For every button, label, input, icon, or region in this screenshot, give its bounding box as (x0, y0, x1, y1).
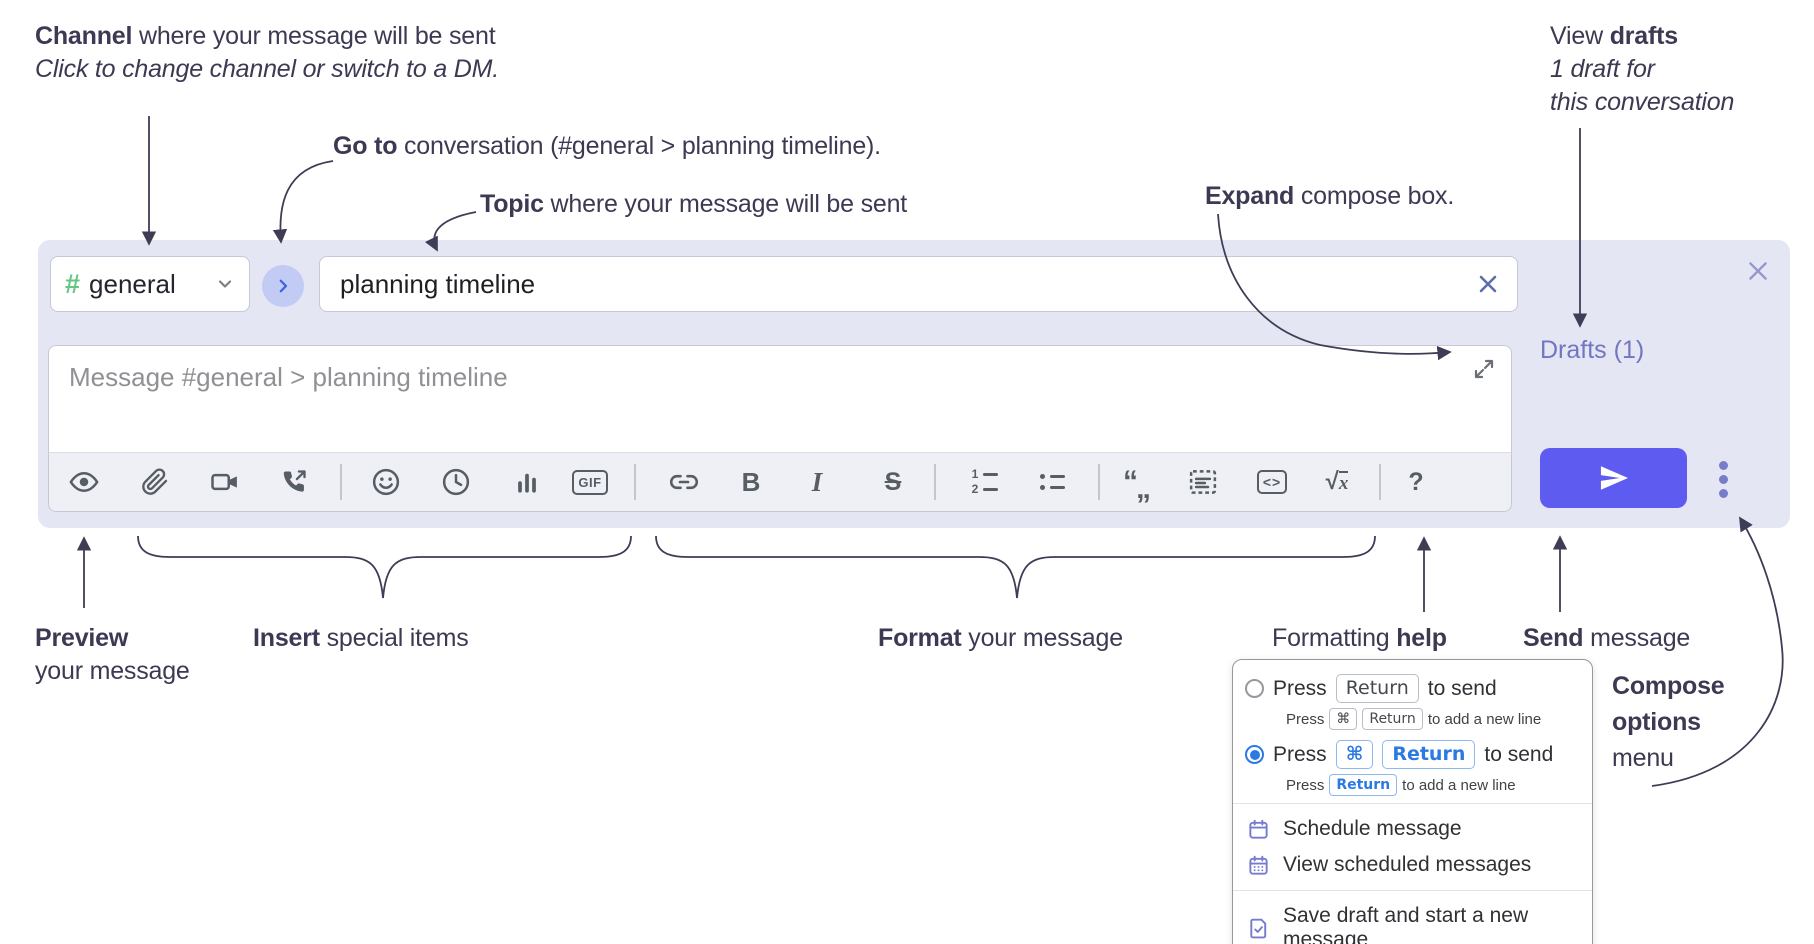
strikethrough-button[interactable]: S (878, 467, 908, 497)
annotation-preview: Preview your message (35, 624, 190, 685)
video-call-button[interactable] (210, 467, 240, 497)
spoiler-button[interactable] (1188, 467, 1218, 497)
add-gif-button[interactable]: GIF (570, 467, 610, 497)
eye-icon (69, 471, 99, 493)
bar-chart-icon (518, 473, 536, 493)
chevron-right-icon (279, 279, 288, 293)
menu-item-view-scheduled[interactable]: View scheduled messages (1233, 847, 1592, 883)
cmd-key: ⌘ (1329, 708, 1358, 730)
bold-icon: B (741, 466, 761, 497)
annotation-help: Formatting help (1272, 624, 1447, 652)
compose-options-menu-button[interactable] (1711, 452, 1735, 506)
quote-icon: “„ (1123, 465, 1151, 505)
strikethrough-icon: S (884, 467, 902, 496)
annotation-drafts: View drafts 1 draft for this conversatio… (1550, 22, 1735, 116)
go-to-conversation-button[interactable] (262, 265, 304, 307)
toolbar-divider (1379, 464, 1381, 500)
annotation-expand: Expand compose box. (1205, 182, 1455, 210)
annotation-insert: Insert special items (253, 624, 469, 652)
brace-insert (137, 535, 632, 599)
drafts-link[interactable]: Drafts (1) (1540, 336, 1645, 364)
smiley-icon (372, 468, 400, 496)
annotation-compose-options: Compose options menu (1612, 672, 1725, 772)
bulleted-list-icon (1039, 474, 1065, 490)
message-input[interactable]: Message #general > planning timeline (69, 362, 508, 392)
compose-toolbar: GIF B I S 1 2 (49, 452, 1511, 511)
add-global-time-button[interactable] (441, 467, 471, 497)
video-camera-icon (211, 473, 237, 491)
bold-button[interactable]: B (736, 467, 766, 497)
topic-input[interactable] (319, 256, 1518, 312)
return-key: Return (1335, 674, 1419, 703)
message-formatting-help-button[interactable]: ? (1401, 467, 1431, 497)
return-key: Return (1362, 708, 1423, 730)
toolbar-divider (634, 464, 636, 500)
arrow-goto (272, 160, 334, 244)
annotation-format: Format your message (878, 624, 1123, 652)
code-icon: <> (1256, 470, 1288, 494)
cmd-key: ⌘ (1335, 740, 1374, 769)
question-mark-icon: ? (1408, 467, 1424, 496)
emoji-button[interactable] (371, 467, 401, 497)
brace-format (655, 535, 1376, 599)
compose-options-popup: Press Return to send Press ⌘ Return to a… (1232, 659, 1593, 944)
popup-divider (1233, 803, 1592, 804)
italic-icon: I (811, 466, 823, 497)
expand-diagonal-icon (1474, 359, 1494, 379)
link-button[interactable] (669, 467, 699, 497)
annotation-channel: Channel where your message will be sent … (35, 22, 500, 83)
clock-icon (442, 468, 470, 496)
popup-divider (1233, 890, 1592, 891)
send-button[interactable] (1540, 448, 1687, 508)
math-icon: √x (1325, 468, 1349, 495)
channel-name: general (89, 268, 176, 299)
toolbar-divider (934, 464, 936, 500)
paperclip-icon (142, 468, 168, 495)
phone-outgoing-icon (283, 470, 306, 492)
italic-button[interactable]: I (802, 467, 832, 497)
send-option-cmd-return[interactable]: Press ⌘ Return to send Press Return to a… (1233, 736, 1592, 796)
calendar-icon (1249, 819, 1268, 839)
annotation-topic: Topic where your message will be sent (480, 190, 908, 218)
quote-button[interactable]: “„ (1118, 465, 1154, 505)
link-icon (670, 474, 698, 490)
close-icon (1479, 275, 1497, 293)
vertical-dots-icon (1718, 460, 1728, 470)
close-icon (1749, 262, 1767, 280)
radio-unselected[interactable] (1245, 679, 1264, 698)
draft-document-check-icon (1250, 918, 1267, 938)
code-button[interactable]: <> (1254, 467, 1290, 497)
menu-item-schedule-message[interactable]: Schedule message (1233, 811, 1592, 847)
gif-icon: GIF (572, 469, 608, 495)
calendar-grid-icon (1249, 855, 1268, 875)
close-compose-button[interactable] (1743, 256, 1773, 286)
annotation-goto: Go to conversation (#general > planning … (333, 132, 881, 160)
send-paper-plane-icon (1600, 466, 1628, 490)
expand-compose-button[interactable] (1471, 356, 1497, 382)
attach-file-button[interactable] (140, 467, 170, 497)
chevron-down-icon (218, 280, 232, 288)
channel-hash-icon: # (65, 268, 81, 299)
return-key: Return (1382, 740, 1476, 769)
spoiler-icon (1189, 470, 1217, 494)
voice-call-button[interactable] (279, 467, 309, 497)
compose-box: # general Message #general > planning ti… (38, 240, 1790, 528)
numbered-list-icon: 1 2 (972, 468, 999, 495)
send-option-return[interactable]: Press Return to send Press ⌘ Return to a… (1233, 670, 1592, 730)
add-poll-button[interactable] (512, 467, 542, 497)
annotation-send: Send message (1523, 624, 1691, 652)
channel-selector[interactable]: # general (50, 256, 250, 312)
radio-selected[interactable] (1245, 745, 1264, 764)
clear-topic-button[interactable] (1474, 270, 1502, 298)
return-key: Return (1329, 774, 1398, 796)
menu-item-save-draft[interactable]: Save draft and start a new message (1233, 898, 1592, 944)
preview-button[interactable] (69, 467, 99, 497)
math-button[interactable]: √x (1317, 467, 1357, 497)
numbered-list-button[interactable]: 1 2 (970, 467, 1000, 497)
bulleted-list-button[interactable] (1037, 467, 1067, 497)
toolbar-divider (1098, 464, 1100, 500)
toolbar-divider (340, 464, 342, 500)
message-compose-area: Message #general > planning timeline (48, 345, 1512, 512)
